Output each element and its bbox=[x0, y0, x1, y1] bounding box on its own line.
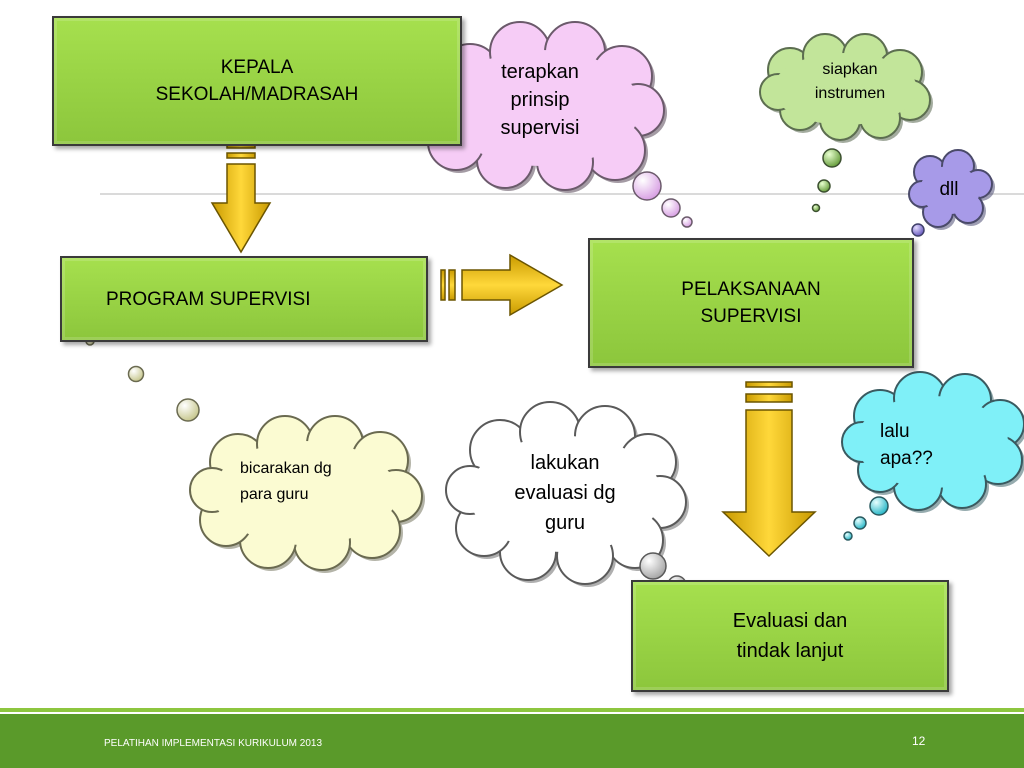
arrow-down-kepala-program bbox=[210, 143, 272, 254]
footer-title: PELATIHAN IMPLEMENTASI KURIKULUM 2013 bbox=[104, 738, 323, 749]
arrow-down-pelaksanaan-evaluasi bbox=[721, 381, 817, 558]
cloud-siapkan bbox=[759, 33, 933, 143]
cloud-lakukan bbox=[445, 401, 689, 587]
cloud-dll bbox=[908, 149, 995, 230]
box-evaluasi: Evaluasi dan tindak lanjut bbox=[631, 580, 949, 692]
box-program-supervisi: PROGRAM SUPERVISI bbox=[60, 256, 428, 342]
cloud-terapkan bbox=[415, 21, 667, 193]
box-program-text: PROGRAM SUPERVISI bbox=[106, 288, 311, 310]
footer-bar bbox=[0, 714, 1024, 768]
bubble-trail-cream bbox=[85, 336, 200, 422]
footer-accent-line bbox=[0, 708, 1024, 712]
cloud-siapkan-text: siapkan instrumen bbox=[814, 61, 886, 102]
box-kepala-text: KEPALA SEKOLAH/MADRASAH bbox=[155, 57, 359, 105]
bubble-trail-cyan bbox=[843, 496, 889, 541]
cloud-lalu-text: lalu apa?? bbox=[880, 421, 933, 469]
bubble-trail-pink bbox=[632, 171, 693, 228]
cloud-lakukan-text: lakukan evaluasi dg guru bbox=[514, 452, 616, 534]
cloud-bicarakan-text: bicarakan dg para guru bbox=[240, 460, 332, 503]
page-number: 12 bbox=[912, 734, 926, 748]
cloud-terapkan-text: terapkan prinsip supervisi bbox=[500, 61, 580, 139]
cloud-dll-text: dll bbox=[939, 179, 959, 200]
box-pelaksanaan-text: PELAKSANAAN SUPERVISI bbox=[681, 279, 821, 327]
arrow-right-program-pelaksanaan bbox=[440, 253, 564, 317]
bubble-trail-green bbox=[811, 148, 842, 213]
box-evaluasi-text: Evaluasi dan tindak lanjut bbox=[732, 610, 848, 662]
cloud-lalu bbox=[841, 371, 1024, 513]
box-pelaksanaan-supervisi: PELAKSANAAN SUPERVISI bbox=[588, 238, 914, 368]
box-kepala-sekolah: KEPALA SEKOLAH/MADRASAH bbox=[52, 16, 462, 146]
cloud-bicarakan bbox=[189, 415, 425, 573]
